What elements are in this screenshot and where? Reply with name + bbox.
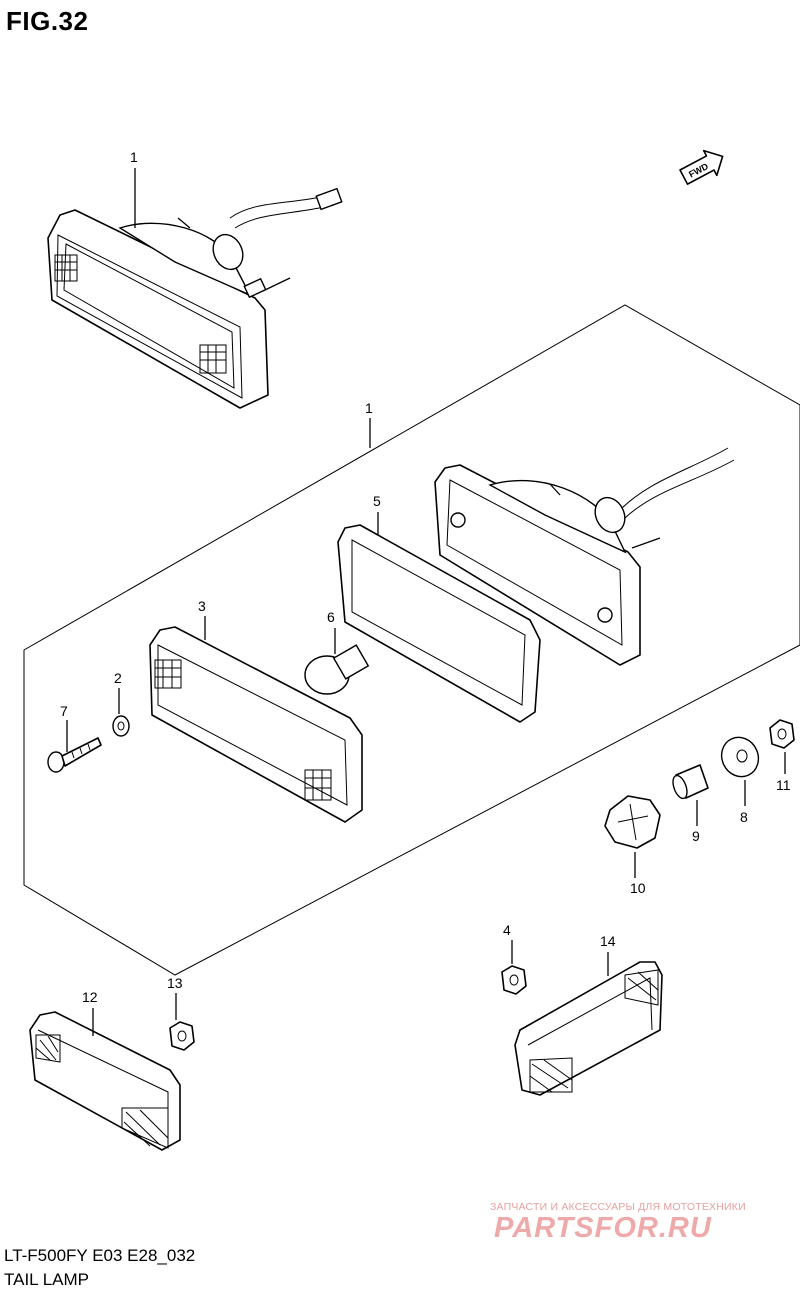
callout-8: 9 [692,828,700,844]
callout-2: 2 [114,670,122,686]
reflector-right [514,952,663,1096]
section-name: TAIL LAMP [4,1270,90,1289]
washer-small [112,688,130,737]
nut-reflector-right [501,940,527,995]
lamp-housing [434,447,735,666]
callout-12: 13 [167,975,183,991]
nut [769,719,795,774]
callout-1-top: 1 [130,149,138,165]
bulb [304,628,370,695]
assembly-boundary [23,304,800,976]
callout-6: 7 [60,703,68,719]
callout-1-assembly: 1 [365,400,373,416]
tail-lamp-assembly-top [47,168,343,409]
watermark-tagline: ЗАПЧАСТИ И АКСЕССУАРЫ ДЛЯ МОТОТЕХНИКИ [490,1201,746,1213]
reflector-left [29,1008,181,1151]
callout-13: 4 [503,922,511,938]
callout-4: 5 [373,493,381,509]
callout-10: 11 [776,777,791,793]
callout-14: 14 [600,933,616,949]
washer-large [720,736,760,806]
figure-title: FIG.32 [6,6,89,36]
fwd-arrow-icon: FWD [679,149,724,185]
grommet [604,795,661,878]
model-code: LT-F500FY E03 E28_032 [4,1246,196,1265]
lamp-lens [149,616,363,823]
nut-reflector-left [169,993,195,1051]
callout-11: 12 [82,989,98,1005]
collar [672,764,709,826]
lamp-gasket [337,512,541,723]
callout-9: 10 [630,880,646,896]
watermark-logo: PARTSFOR.RU [494,1212,712,1244]
callout-7: 8 [740,809,748,825]
callout-3: 3 [198,598,206,614]
callout-5: 6 [327,609,335,625]
screw [47,720,102,773]
